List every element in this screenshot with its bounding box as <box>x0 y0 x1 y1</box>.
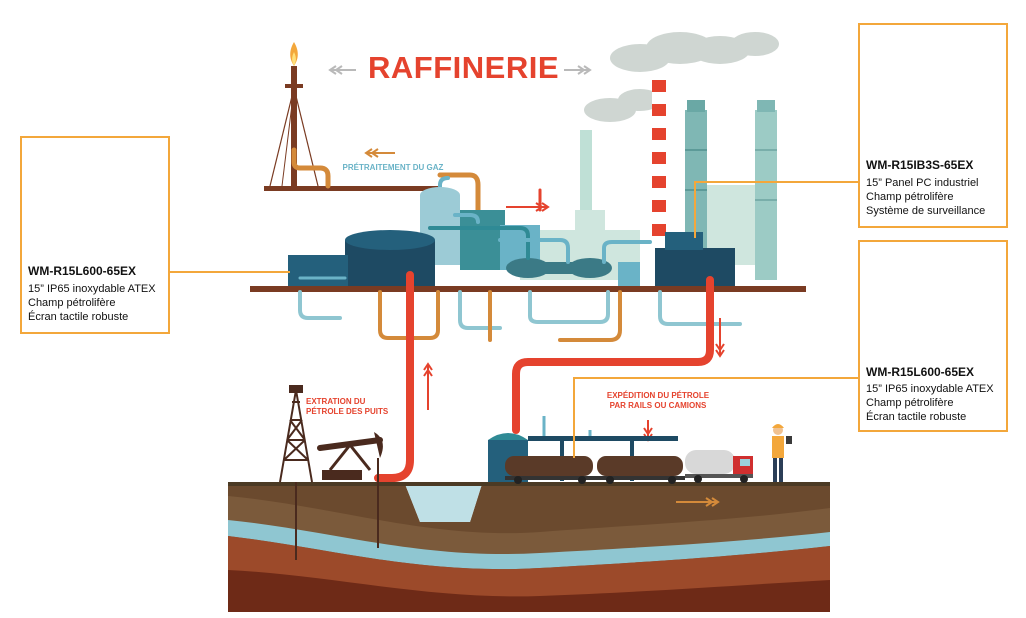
process-pipes-upper <box>298 213 652 280</box>
extraction-label: EXTRATION DU PÉTROLE DES PUITS <box>306 397 406 417</box>
product-spec-line: 15” Panel PC industriel <box>866 177 979 189</box>
ground-cross-section <box>228 482 830 612</box>
refinery-deck <box>250 286 806 292</box>
product-model: WM-R15L600-65EX <box>28 264 137 278</box>
refinery-equipment <box>288 187 735 288</box>
refinery-background <box>520 100 777 280</box>
process-pipes-lower <box>298 290 742 342</box>
product-spec-line: Système de surveillance <box>866 205 986 217</box>
product-spec-line: 15” IP65 inoxydable ATEX <box>28 283 156 295</box>
extraction-label-line-1: EXTRATION DU <box>306 397 366 406</box>
shipping-label-line-1: EXPÉDITION DU PÉTROLE <box>606 391 710 400</box>
product-card-bottom-right: WM-R15L600-65EX 15” IP65 inoxydable ATEX… <box>858 240 1008 432</box>
product-model: WM-R15IB3S-65EX <box>866 158 974 172</box>
product-spec-line: 15” IP65 inoxydable ATEX <box>866 383 994 395</box>
shipping-label-line-2: PAR RAILS OU CAMIONS <box>609 401 707 410</box>
refinery-title: RAFFINERIE <box>368 50 559 85</box>
product-spec-line: Écran tactile robuste <box>866 411 967 423</box>
product-spec-line: Écran tactile robuste <box>28 311 129 323</box>
striped-chimney <box>652 80 666 260</box>
gas-pretreatment-label: PRÉTRAITEMENT DU GAZ <box>342 163 444 172</box>
product-spec-line: Champ pétrolifère <box>866 191 954 203</box>
product-spec-line: Champ pétrolifère <box>28 297 116 309</box>
product-card-left: WM-R15L600-65EX 15” IP65 inoxydable ATEX… <box>20 136 170 334</box>
pump-jack <box>317 432 383 548</box>
smoke-clouds <box>584 32 779 122</box>
product-spec-line: Champ pétrolifère <box>866 397 954 409</box>
callout-connectors <box>168 181 860 458</box>
product-card-top-right: WM-R15IB3S-65EX 15” Panel PC industriel … <box>858 23 1008 228</box>
product-model: WM-R15L600-65EX <box>866 365 975 379</box>
worker-figure <box>772 424 792 482</box>
oil-derrick <box>279 385 313 560</box>
extraction-label-line-2: PÉTROLE DES PUITS <box>306 407 389 416</box>
direction-arrows <box>364 148 725 507</box>
tanker-truck <box>685 450 753 483</box>
gas-pipes <box>291 147 481 243</box>
rail-tank-cars <box>505 456 685 484</box>
shipping-label: EXPÉDITION DU PÉTROLE PAR RAILS OU CAMIO… <box>606 391 710 411</box>
title-arrows <box>328 65 592 75</box>
